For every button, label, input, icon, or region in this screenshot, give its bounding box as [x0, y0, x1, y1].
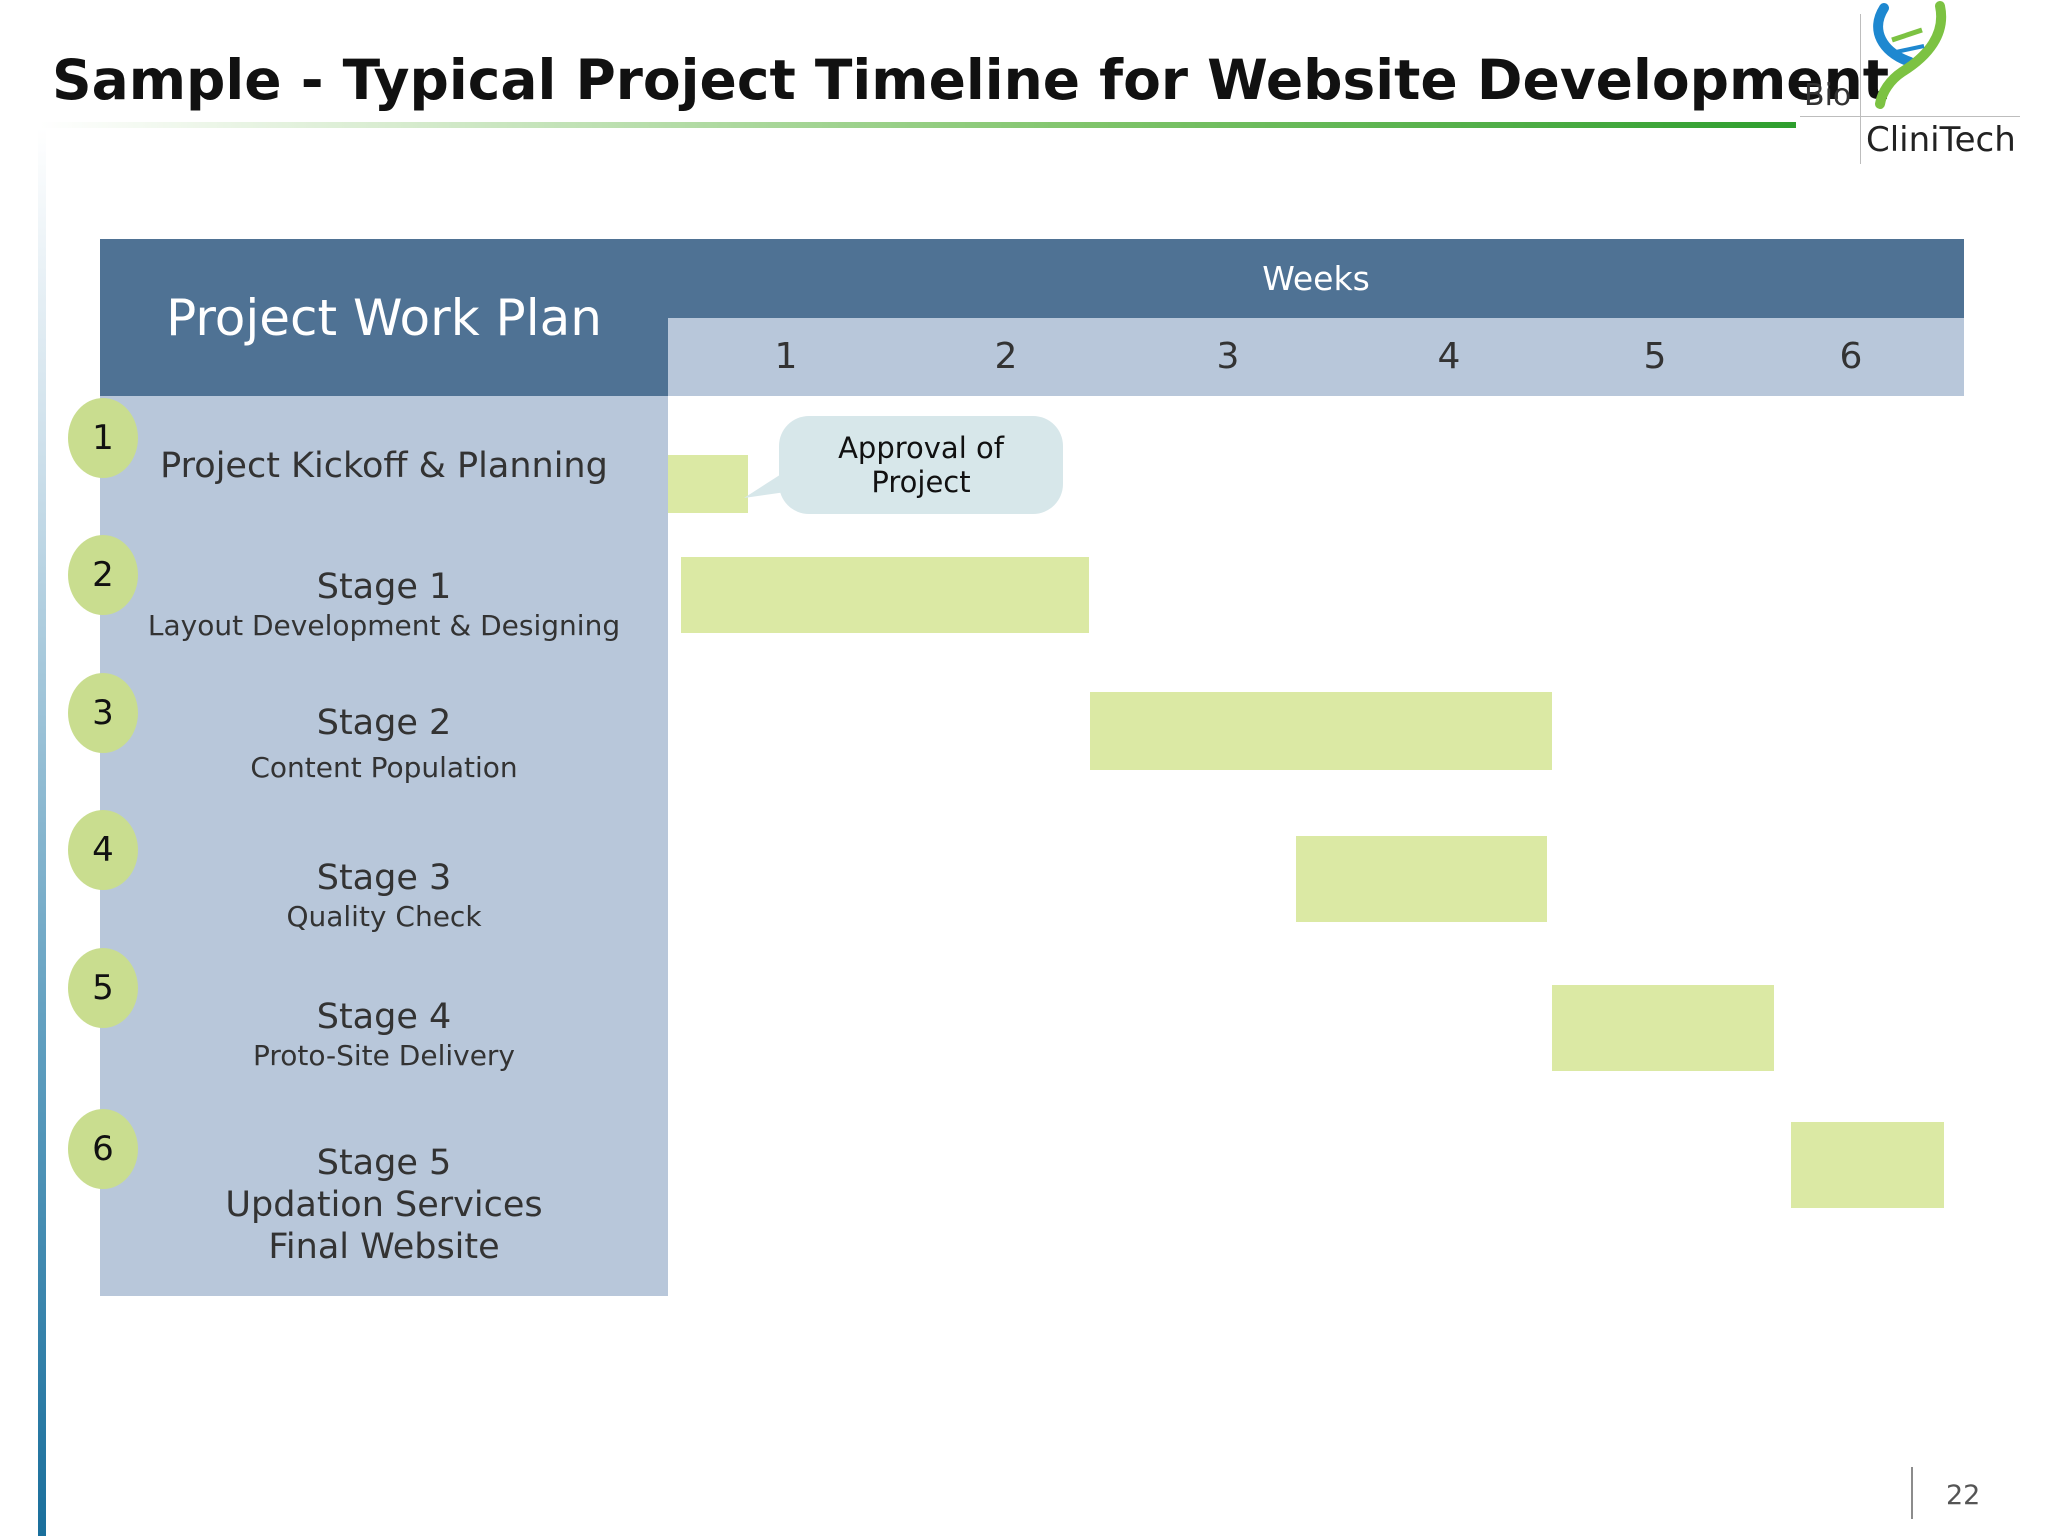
gantt-bar-stage-3 [1296, 836, 1547, 922]
page-number-separator [1911, 1467, 1913, 1519]
task-row-3: Stage 2 Content Population [100, 702, 668, 786]
task-number-badge: 5 [68, 948, 138, 1028]
task-row-6: Stage 5 Updation Services Final Website [100, 1142, 668, 1268]
dna-helix-icon [1873, 1, 1947, 109]
task-title: Stage 5 [316, 1143, 452, 1183]
week-6-label: 6 [1839, 336, 1863, 377]
title-underline [40, 122, 1796, 128]
callout-line-1: Approval of [838, 431, 1004, 465]
gantt-bar-stage-1 [681, 557, 1089, 633]
logo-text-clinitech: CliniTech [1866, 120, 2016, 160]
task-title: Project Kickoff & Planning [160, 446, 608, 486]
page-number: 22 [1946, 1480, 1981, 1511]
week-5-label: 5 [1643, 336, 1667, 377]
task-row-4: Stage 3 Quality Check [100, 857, 668, 935]
slide-title: Sample - Typical Project Timeline for We… [52, 48, 1890, 112]
task-number-badge: 2 [68, 535, 138, 615]
task-title: Stage 2 [316, 703, 452, 743]
logo-divider-horizontal [1800, 116, 2020, 117]
week-3-label: 3 [1216, 336, 1240, 377]
task-subtitle: Updation Services [225, 1185, 543, 1225]
task-row-1: Project Kickoff & Planning [100, 445, 668, 487]
task-subtitle: Proto-Site Delivery [252, 1039, 516, 1072]
gantt-bar-stage-4 [1552, 985, 1774, 1071]
task-title: Stage 3 [316, 858, 452, 898]
task-row-5: Stage 4 Proto-Site Delivery [100, 996, 668, 1074]
week-1-label: 1 [774, 336, 798, 377]
task-subtitle-2: Final Website [268, 1227, 500, 1267]
task-number-badge: 6 [68, 1109, 138, 1189]
task-title: Stage 4 [316, 997, 452, 1037]
left-accent-bar [38, 128, 46, 1536]
week-4-label: 4 [1437, 336, 1461, 377]
task-subtitle: Quality Check [286, 900, 482, 933]
week-2-label: 2 [994, 336, 1018, 377]
task-title: Stage 1 [316, 567, 452, 607]
task-number-badge: 4 [68, 810, 138, 890]
company-logo: Bio CliniTech [1800, 0, 2020, 168]
task-column [100, 396, 668, 1296]
task-number-badge: 1 [68, 398, 138, 478]
logo-divider-vertical [1860, 14, 1861, 164]
task-subtitle: Content Population [250, 751, 518, 784]
weeks-header: Weeks [668, 239, 1964, 318]
task-number-badge: 3 [68, 673, 138, 753]
task-row-2: Stage 1 Layout Development & Designing [100, 566, 668, 644]
callout-line-2: Project [871, 465, 971, 499]
weeks-row: 1 2 3 4 5 6 [668, 318, 1964, 396]
task-subtitle: Layout Development & Designing [147, 609, 621, 642]
work-plan-header: Project Work Plan [100, 239, 668, 396]
logo-text-bio: Bio [1804, 78, 1852, 113]
gantt-bar-stage-2 [1090, 692, 1552, 770]
gantt-bar-stage-5 [1791, 1122, 1944, 1208]
approval-callout: Approval of Project [779, 416, 1063, 514]
gantt-bar-kickoff [668, 455, 748, 513]
